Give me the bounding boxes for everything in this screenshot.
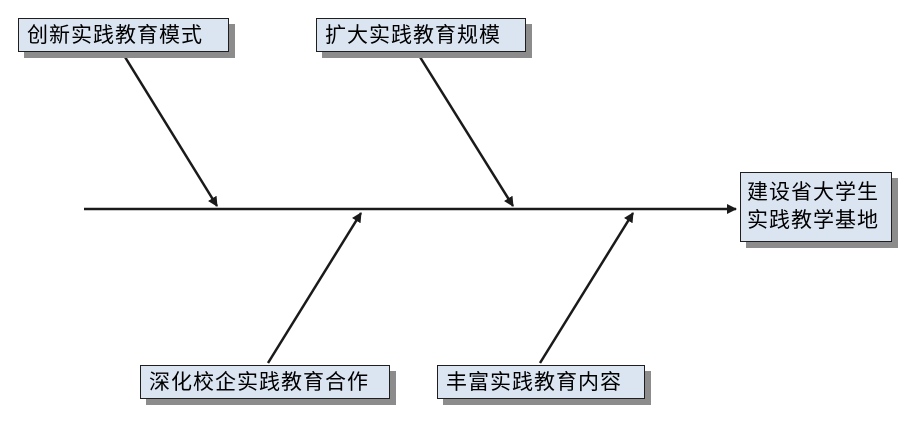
cause-box-top-left: 创新实践教育模式 — [18, 18, 229, 52]
goal-label-line1: 建设省大学生 — [747, 180, 879, 204]
cause-arrow-bottom-left — [266, 212, 363, 364]
cause-arrow-bottom-mid — [538, 212, 635, 364]
cause-label-top-mid: 扩大实践教育规模 — [325, 23, 501, 47]
cause-label-bottom-mid: 丰富实践教育内容 — [446, 370, 622, 394]
cause-arrow-top-left — [123, 56, 219, 207]
goal-label-line2: 实践教学基地 — [747, 208, 879, 232]
cause-box-bottom-left: 深化校企实践教育合作 — [140, 365, 390, 399]
cause-label-bottom-left: 深化校企实践教育合作 — [149, 370, 369, 394]
cause-box-top-mid: 扩大实践教育规模 — [316, 18, 526, 52]
cause-label-top-left: 创新实践教育模式 — [27, 23, 203, 47]
cause-box-bottom-mid: 丰富实践教育内容 — [437, 365, 645, 399]
cause-arrow-top-mid — [418, 56, 515, 207]
goal-box: 建设省大学生 实践教学基地 — [740, 172, 892, 242]
